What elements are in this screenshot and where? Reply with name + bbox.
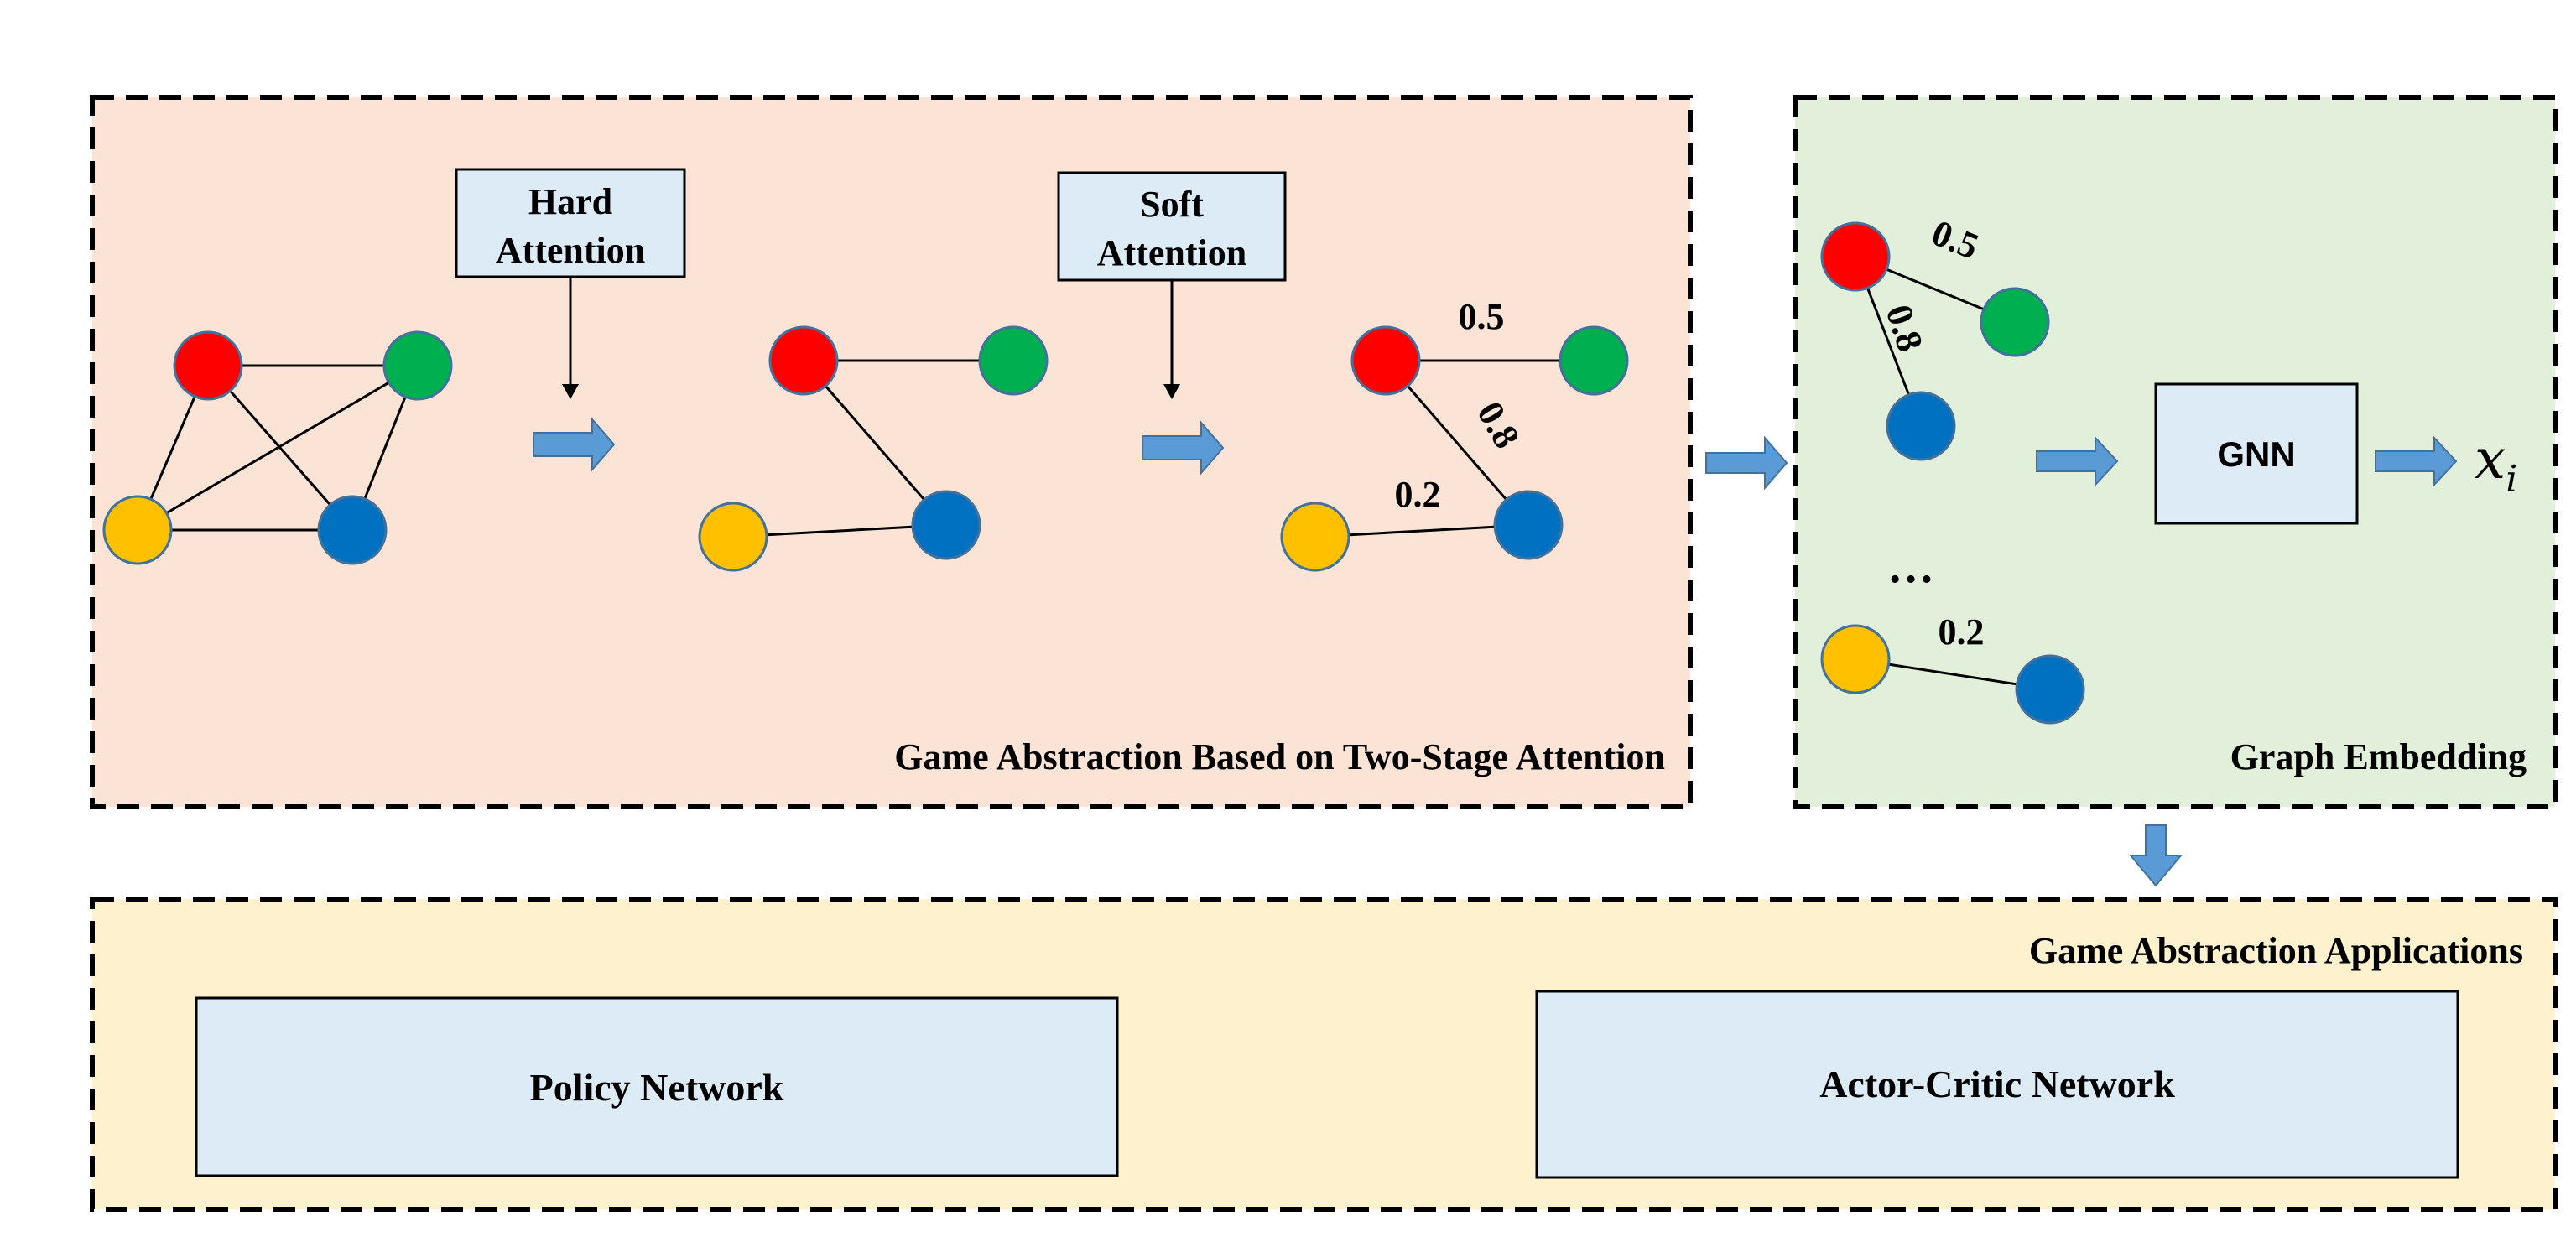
flow-arrow-2	[1142, 420, 1225, 476]
hard-attention-graph	[698, 325, 1049, 572]
actor-critic-network-box	[1535, 990, 2459, 1179]
full-graph	[102, 330, 453, 565]
node-green	[1559, 325, 1629, 396]
policy-network-box	[195, 996, 1119, 1177]
hard-attention-box	[455, 168, 686, 278]
node-blue	[317, 495, 388, 565]
node-blue	[1493, 490, 1564, 560]
abstraction-panel: Game Abstraction Based on Two-Stage Atte…	[90, 95, 1693, 809]
flow-arrow-to-gnn	[2036, 435, 2119, 487]
abstraction-panel-frame	[90, 95, 1693, 809]
hard-attention-block: Hard Attention	[455, 168, 686, 399]
edge-red-blue	[206, 365, 354, 531]
soft-attention-graph: 0.5 0.8 0.2	[1280, 296, 1629, 572]
subgraph-ellipsis: …	[1887, 541, 1934, 593]
node-blue	[1886, 391, 1956, 461]
output-embedding: xi	[2475, 427, 2517, 501]
edge-yellow-blue	[732, 523, 947, 538]
gnn-box	[2154, 382, 2359, 525]
node-yellow	[1820, 624, 1891, 694]
node-red	[173, 330, 243, 401]
embedding-panel: Graph Embedding 0.5 0.8 … 0.2 GNN	[1793, 95, 2558, 809]
soft-attention-block: Soft Attention	[1057, 171, 1287, 399]
flow-arrow-to-output	[2375, 435, 2458, 487]
flow-arrow-to-applications	[2128, 824, 2183, 887]
node-yellow	[102, 495, 173, 565]
node-yellow	[1280, 502, 1350, 572]
edge-green-yellow	[137, 364, 419, 532]
flow-arrow-1	[533, 417, 616, 472]
applications-panel-label: Game Abstraction Applications	[2029, 930, 2523, 971]
edge-red-blue	[1384, 360, 1530, 526]
soft-attention-box	[1057, 171, 1287, 282]
hard-attention-line2: Attention	[496, 230, 645, 271]
node-red	[768, 325, 839, 396]
edge-yellow-blue	[1314, 523, 1529, 538]
soft-attention-line1: Soft	[1140, 184, 1204, 225]
node-green	[382, 330, 453, 401]
subgraph-yellow: 0.2	[1820, 611, 2085, 725]
applications-panel: Game Abstraction Applications Policy Net…	[90, 897, 2558, 1212]
node-blue	[2015, 654, 2085, 725]
node-yellow	[698, 502, 768, 572]
node-green	[978, 325, 1049, 396]
node-blue	[911, 490, 981, 560]
actor-critic-network-label: Actor-Critic Network	[1819, 1063, 2175, 1105]
node-red	[1350, 325, 1421, 396]
hard-attention-line1: Hard	[528, 181, 612, 222]
edge-red-blue	[802, 360, 948, 526]
hard-attention-pointer-head	[562, 384, 579, 399]
abstraction-panel-label: Game Abstraction Based on Two-Stage Atte…	[894, 736, 1665, 777]
output-subscript: i	[2506, 458, 2517, 501]
weight-yellow-blue: 0.2	[1395, 474, 1441, 515]
weight-red-green: 0.5	[1459, 296, 1505, 337]
output-symbol: x	[2475, 427, 2506, 491]
node-green	[1980, 287, 2050, 357]
soft-attention-line2: Attention	[1097, 232, 1246, 273]
flow-arrow-to-embedding	[1705, 435, 1788, 491]
weight-yellow-blue: 0.2	[1939, 611, 1985, 652]
gnn-label: GNN	[2217, 434, 2295, 474]
soft-attention-pointer-head	[1163, 384, 1180, 399]
embedding-panel-label: Graph Embedding	[2230, 736, 2527, 777]
policy-network-label: Policy Network	[530, 1066, 784, 1109]
node-red	[1820, 221, 1891, 292]
